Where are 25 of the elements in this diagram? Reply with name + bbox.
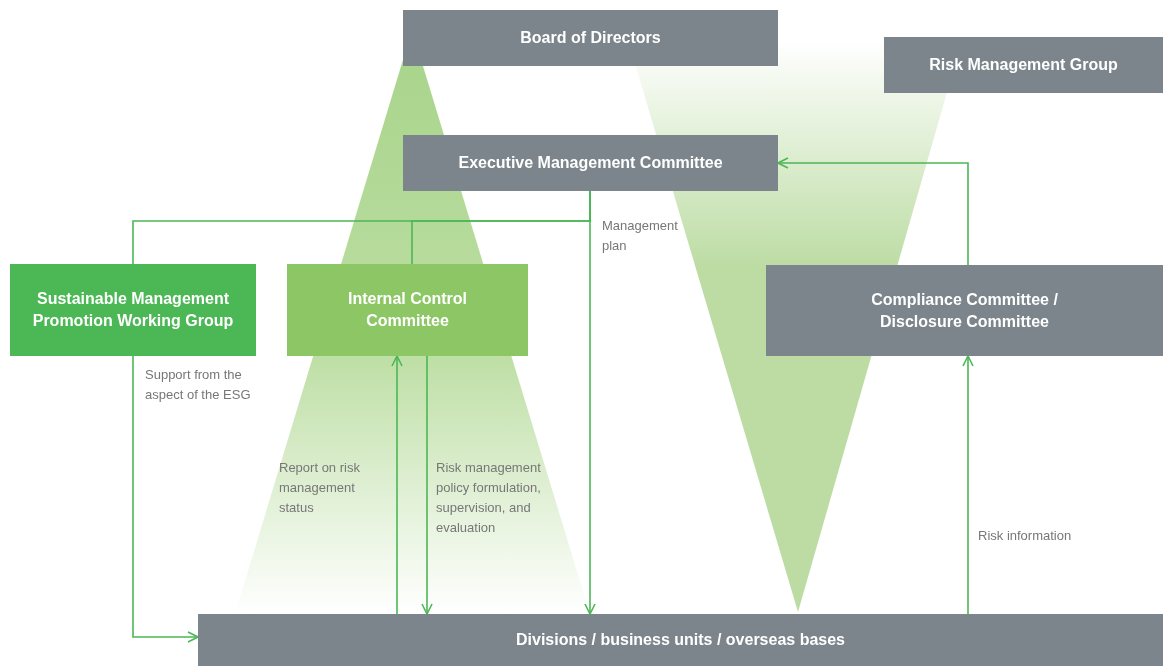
org-box xyxy=(766,265,1163,356)
connector-arrow xyxy=(962,355,974,615)
connector-arrow xyxy=(132,355,199,643)
committee-box xyxy=(287,264,528,356)
org-box xyxy=(403,10,778,66)
connector-arrow xyxy=(421,355,433,615)
edge-label: Risk information xyxy=(978,527,1073,545)
org-box xyxy=(403,135,778,191)
edge-label: Management plan xyxy=(602,217,679,256)
box-label: Divisions / business units / overseas bases xyxy=(516,630,845,651)
box-label: Board of Directors xyxy=(520,28,661,49)
org-box xyxy=(198,614,1163,666)
box-label: Risk Management Group xyxy=(929,55,1118,76)
edge-label: Support from the aspect of the ESG xyxy=(145,366,252,405)
org-box xyxy=(884,37,1163,93)
box-label: Compliance Committee / Disclosure Committee xyxy=(870,289,1059,332)
working-group-box xyxy=(10,264,256,356)
connector-arrow xyxy=(391,355,403,615)
edge-label: Report on risk management status xyxy=(279,459,361,518)
box-label: Internal Control Committee xyxy=(346,289,469,331)
box-label: Executive Management Committee xyxy=(458,153,723,174)
connector-arrow xyxy=(777,157,969,266)
connector-arrow xyxy=(584,190,596,615)
edge-label: Risk management policy formulation, supervision, and evaluation xyxy=(436,459,542,538)
box-label: Sustainable Management Promotion Working Group xyxy=(31,289,235,331)
